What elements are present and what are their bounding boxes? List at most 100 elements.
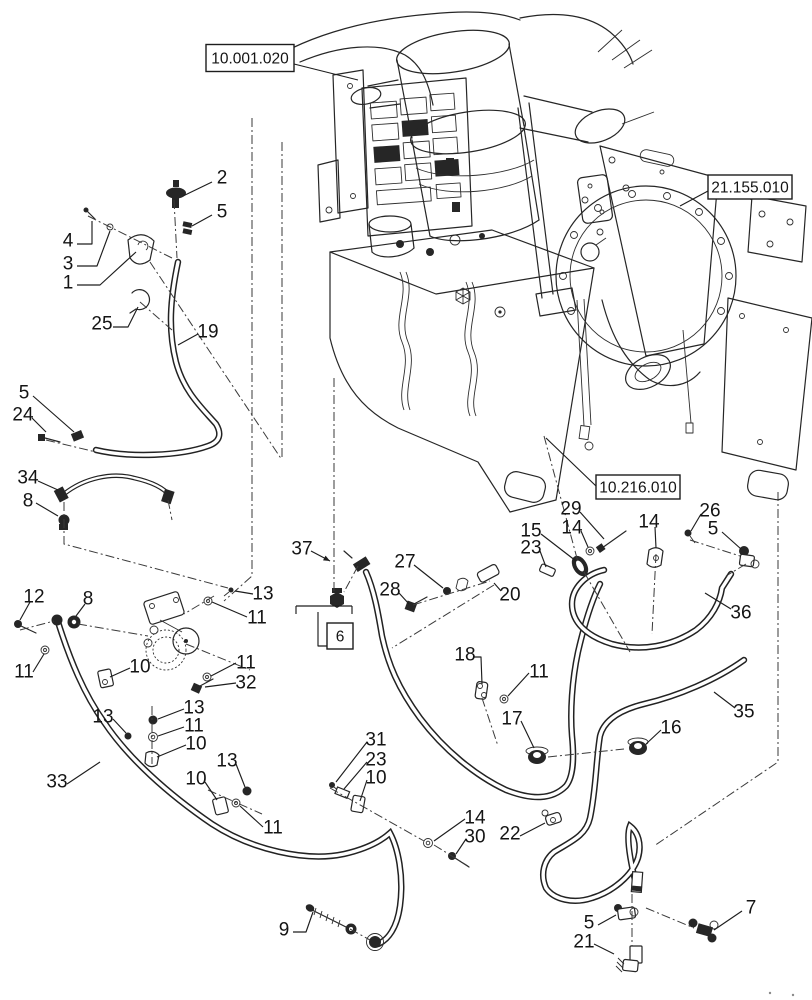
ref-box-10.216.010: 10.216.010 (545, 437, 681, 500)
hose-35 (540, 656, 748, 904)
callout-number: 15 (520, 521, 541, 542)
callout-33: 33 (46, 761, 101, 793)
callout-number: 24 (12, 405, 34, 426)
callout-number: 13 (252, 584, 273, 605)
callout-2: 2 (182, 168, 228, 197)
hose-34 (61, 473, 173, 499)
callout-number: 37 (291, 539, 312, 560)
callout-number: 36 (730, 603, 751, 624)
callout-36: 36 (704, 592, 752, 624)
callout-number: 29 (560, 499, 581, 520)
callout-number: 23 (520, 538, 541, 559)
callout-number: 11 (529, 662, 549, 683)
callout-25: 25 (91, 306, 139, 335)
callout-number: 5 (584, 913, 595, 934)
callout-13: 13 (234, 584, 274, 605)
callout-number: 16 (660, 718, 681, 739)
callout-13: 13 (216, 751, 246, 788)
callout-number: 5 (708, 519, 719, 540)
ref-box-label: 10.216.010 (599, 479, 677, 496)
callout-10: 10 (185, 769, 218, 801)
callout-number: 8 (83, 589, 94, 610)
callout-7: 7 (713, 898, 756, 931)
callout-number: 3 (63, 254, 74, 275)
callout-number: 14 (561, 518, 583, 539)
right-frame (721, 297, 812, 501)
callout-number: 30 (464, 827, 485, 848)
callout-number: 14 (464, 808, 486, 829)
callout-28: 28 (379, 580, 410, 605)
callout-24: 24 (12, 405, 47, 433)
callout-11: 11 (210, 653, 256, 677)
callout-14: 14 (433, 808, 486, 842)
hose-6-center (362, 568, 604, 801)
callout-number: 14 (638, 512, 660, 533)
callout-number: 28 (379, 580, 400, 601)
hose-19 (92, 258, 223, 459)
callout-13: 13 (157, 698, 205, 720)
callout-11: 11 (211, 601, 267, 629)
page-corner-marks (768, 991, 795, 997)
callout-31: 31 (335, 730, 387, 783)
callout-12: 12 (19, 587, 45, 621)
callout-number: 4 (63, 231, 74, 252)
callout-30: 30 (455, 827, 486, 855)
callout-8: 8 (23, 491, 59, 517)
ref-box-label: 21.155.010 (711, 179, 789, 196)
callout-18: 18 (454, 645, 483, 685)
ref-box-label: 6 (336, 628, 345, 645)
callout-number: 10 (365, 768, 386, 789)
callout-number: 34 (17, 468, 39, 489)
callout-8: 8 (75, 589, 94, 617)
callout-number: 10 (185, 769, 206, 790)
callout-29: 29 (560, 499, 605, 540)
callout-number: 13 (92, 707, 113, 728)
callout-15: 15 (520, 521, 577, 562)
fuel-pump (143, 591, 200, 671)
callout-14: 14 (638, 512, 660, 549)
callout-16: 16 (645, 718, 682, 745)
air-cleaner (350, 29, 626, 317)
callout-number: 11 (14, 662, 34, 683)
callout-number: 17 (501, 709, 522, 730)
callout-number: 8 (23, 491, 34, 512)
callout-number: 21 (573, 932, 594, 953)
callout-number: 11 (263, 818, 283, 839)
callout-5: 5 (708, 519, 742, 550)
callout-number: 13 (216, 751, 237, 772)
callout-number: 5 (19, 383, 30, 404)
hose-36 (568, 566, 735, 651)
construction-lines (19, 118, 779, 946)
callout-11: 11 (157, 716, 204, 737)
callout-number: 19 (197, 322, 218, 343)
small-parts (14, 180, 760, 973)
ref-box-label: 10.001.020 (211, 50, 289, 67)
tank-vent (455, 287, 471, 305)
callout-22: 22 (499, 822, 546, 845)
callout-number: 33 (46, 772, 67, 793)
callout-9: 9 (279, 911, 314, 941)
callout-23: 23 (343, 750, 387, 790)
callout-5: 5 (584, 913, 617, 934)
callout-number: 5 (217, 202, 228, 223)
callout-number: 18 (454, 645, 475, 666)
callout-10: 10 (359, 768, 387, 802)
callout-number: 32 (235, 673, 256, 694)
callout-number: 20 (499, 585, 520, 606)
callout-23: 23 (520, 538, 547, 568)
callout-17: 17 (501, 709, 535, 749)
callout-number: 35 (733, 702, 754, 723)
fuel-tank (329, 215, 694, 513)
callout-27: 27 (394, 552, 444, 589)
callout-number: 2 (217, 168, 228, 189)
callout-number: 1 (63, 273, 74, 294)
callout-5: 5 (19, 383, 75, 433)
callout-35: 35 (713, 691, 755, 723)
callout-20: 20 (493, 582, 521, 606)
callout-4: 4 (63, 221, 93, 252)
callout-5: 5 (191, 202, 228, 227)
callout-13: 13 (92, 707, 127, 734)
